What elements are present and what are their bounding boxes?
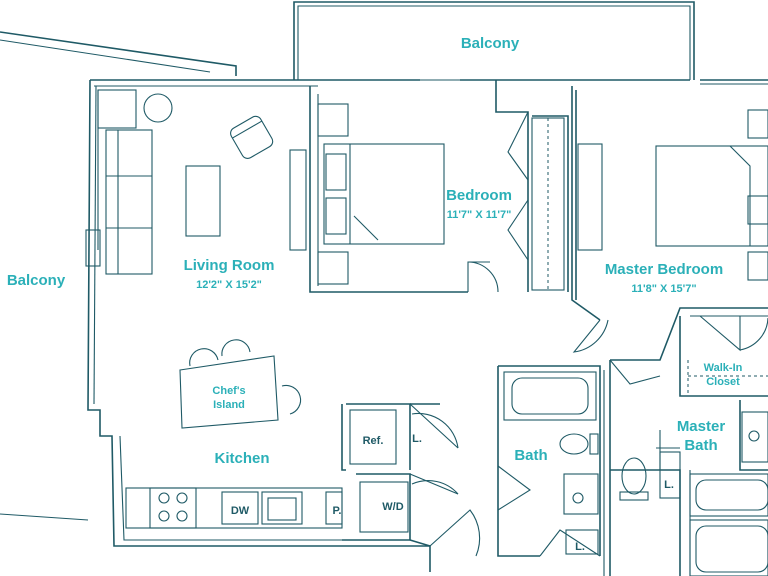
interior-walls xyxy=(309,80,768,576)
kitchen-counter xyxy=(125,409,409,533)
master-bedroom-label: Master Bedroom xyxy=(605,261,723,278)
master-bath-label-2: Bath xyxy=(684,437,717,454)
master-bedroom-dims: 11'8" X 15'7" xyxy=(631,283,696,295)
balcony-top-label: Balcony xyxy=(461,35,520,52)
walk-in-closet-label-1: Walk-In xyxy=(704,362,743,374)
balcony-left-label: Balcony xyxy=(7,272,66,289)
kitchen-label: Kitchen xyxy=(214,450,269,467)
linen-closet-2-label: L. xyxy=(575,541,585,553)
exterior-walls xyxy=(85,79,768,572)
bedroom-dims: 11'7" X 11'7" xyxy=(447,209,512,221)
living-room-furniture xyxy=(97,89,307,275)
chefs-island-label-2: Island xyxy=(213,399,245,411)
linen-closet-3-label: L. xyxy=(664,479,674,491)
master-bath-label-1: Master xyxy=(677,418,726,435)
linen-closet-1-label: L. xyxy=(412,433,422,445)
bedroom-furniture xyxy=(317,103,603,291)
doors xyxy=(409,111,768,557)
refrigerator-label: Ref. xyxy=(363,435,384,447)
washer-dryer-label: W/D xyxy=(382,501,403,513)
chefs-island-label-1: Chef's xyxy=(212,385,245,397)
balcony-left-area xyxy=(0,31,237,521)
pantry-label: P. xyxy=(333,505,342,517)
master-bedroom-furniture xyxy=(655,109,768,281)
bath-fixtures xyxy=(503,371,768,576)
balcony-top-area xyxy=(293,1,695,80)
walk-in-closet-label-2: Closet xyxy=(706,376,740,388)
bath-label: Bath xyxy=(514,447,547,464)
living-room-dims: 12'2" X 15'2" xyxy=(196,279,262,291)
chefs-island-shape xyxy=(179,339,302,429)
living-room-label: Living Room xyxy=(184,257,275,274)
dishwasher-label: DW xyxy=(231,505,250,517)
bedroom-label: Bedroom xyxy=(446,187,512,204)
